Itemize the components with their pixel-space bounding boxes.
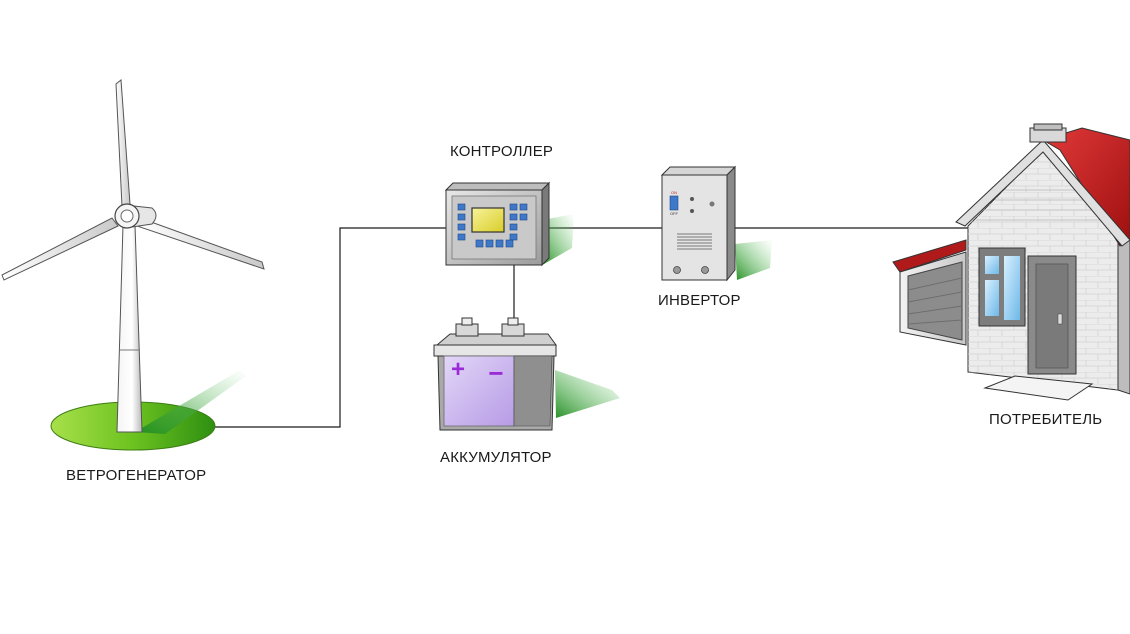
inverter-off-label: OFF: [670, 211, 679, 216]
battery-plus-symbol: +: [451, 356, 465, 383]
controller-device: [444, 181, 574, 267]
battery-shadow: [555, 370, 620, 418]
inverter-device: ON OFF: [660, 165, 772, 282]
battery-face: [443, 355, 515, 427]
label-controller: КОНТРОЛЛЕР: [450, 143, 554, 160]
blade-up: [115, 79, 131, 207]
inverter-front: [661, 174, 728, 281]
controller-shadow: [542, 214, 574, 264]
house-step: [983, 375, 1094, 401]
label-battery: АККУМУЛЯТОР: [440, 449, 552, 466]
blade-left: [1, 217, 119, 281]
wire-turbine-to-controller: [213, 227, 448, 428]
label-consumer: ПОТРЕБИТЕЛЬ: [989, 411, 1103, 428]
label-inverter: ИНВЕРТОР: [658, 292, 741, 309]
label-wind-generator: ВЕТРОГЕНЕРАТОР: [66, 467, 207, 484]
inverter-shadow: [735, 240, 772, 280]
battery-device: + −: [433, 317, 620, 431]
battery-minus-symbol: −: [488, 358, 503, 388]
controller-lcd: [471, 207, 505, 233]
wind-turbine: [1, 79, 265, 451]
turbine-tower: [116, 224, 143, 433]
inverter-on-label: ON: [671, 190, 677, 195]
blade-right: [136, 217, 265, 270]
inverter-vent: [677, 233, 712, 250]
controller-keys: [457, 203, 528, 248]
turbine-shadow: [135, 370, 246, 434]
house: [892, 123, 1130, 401]
